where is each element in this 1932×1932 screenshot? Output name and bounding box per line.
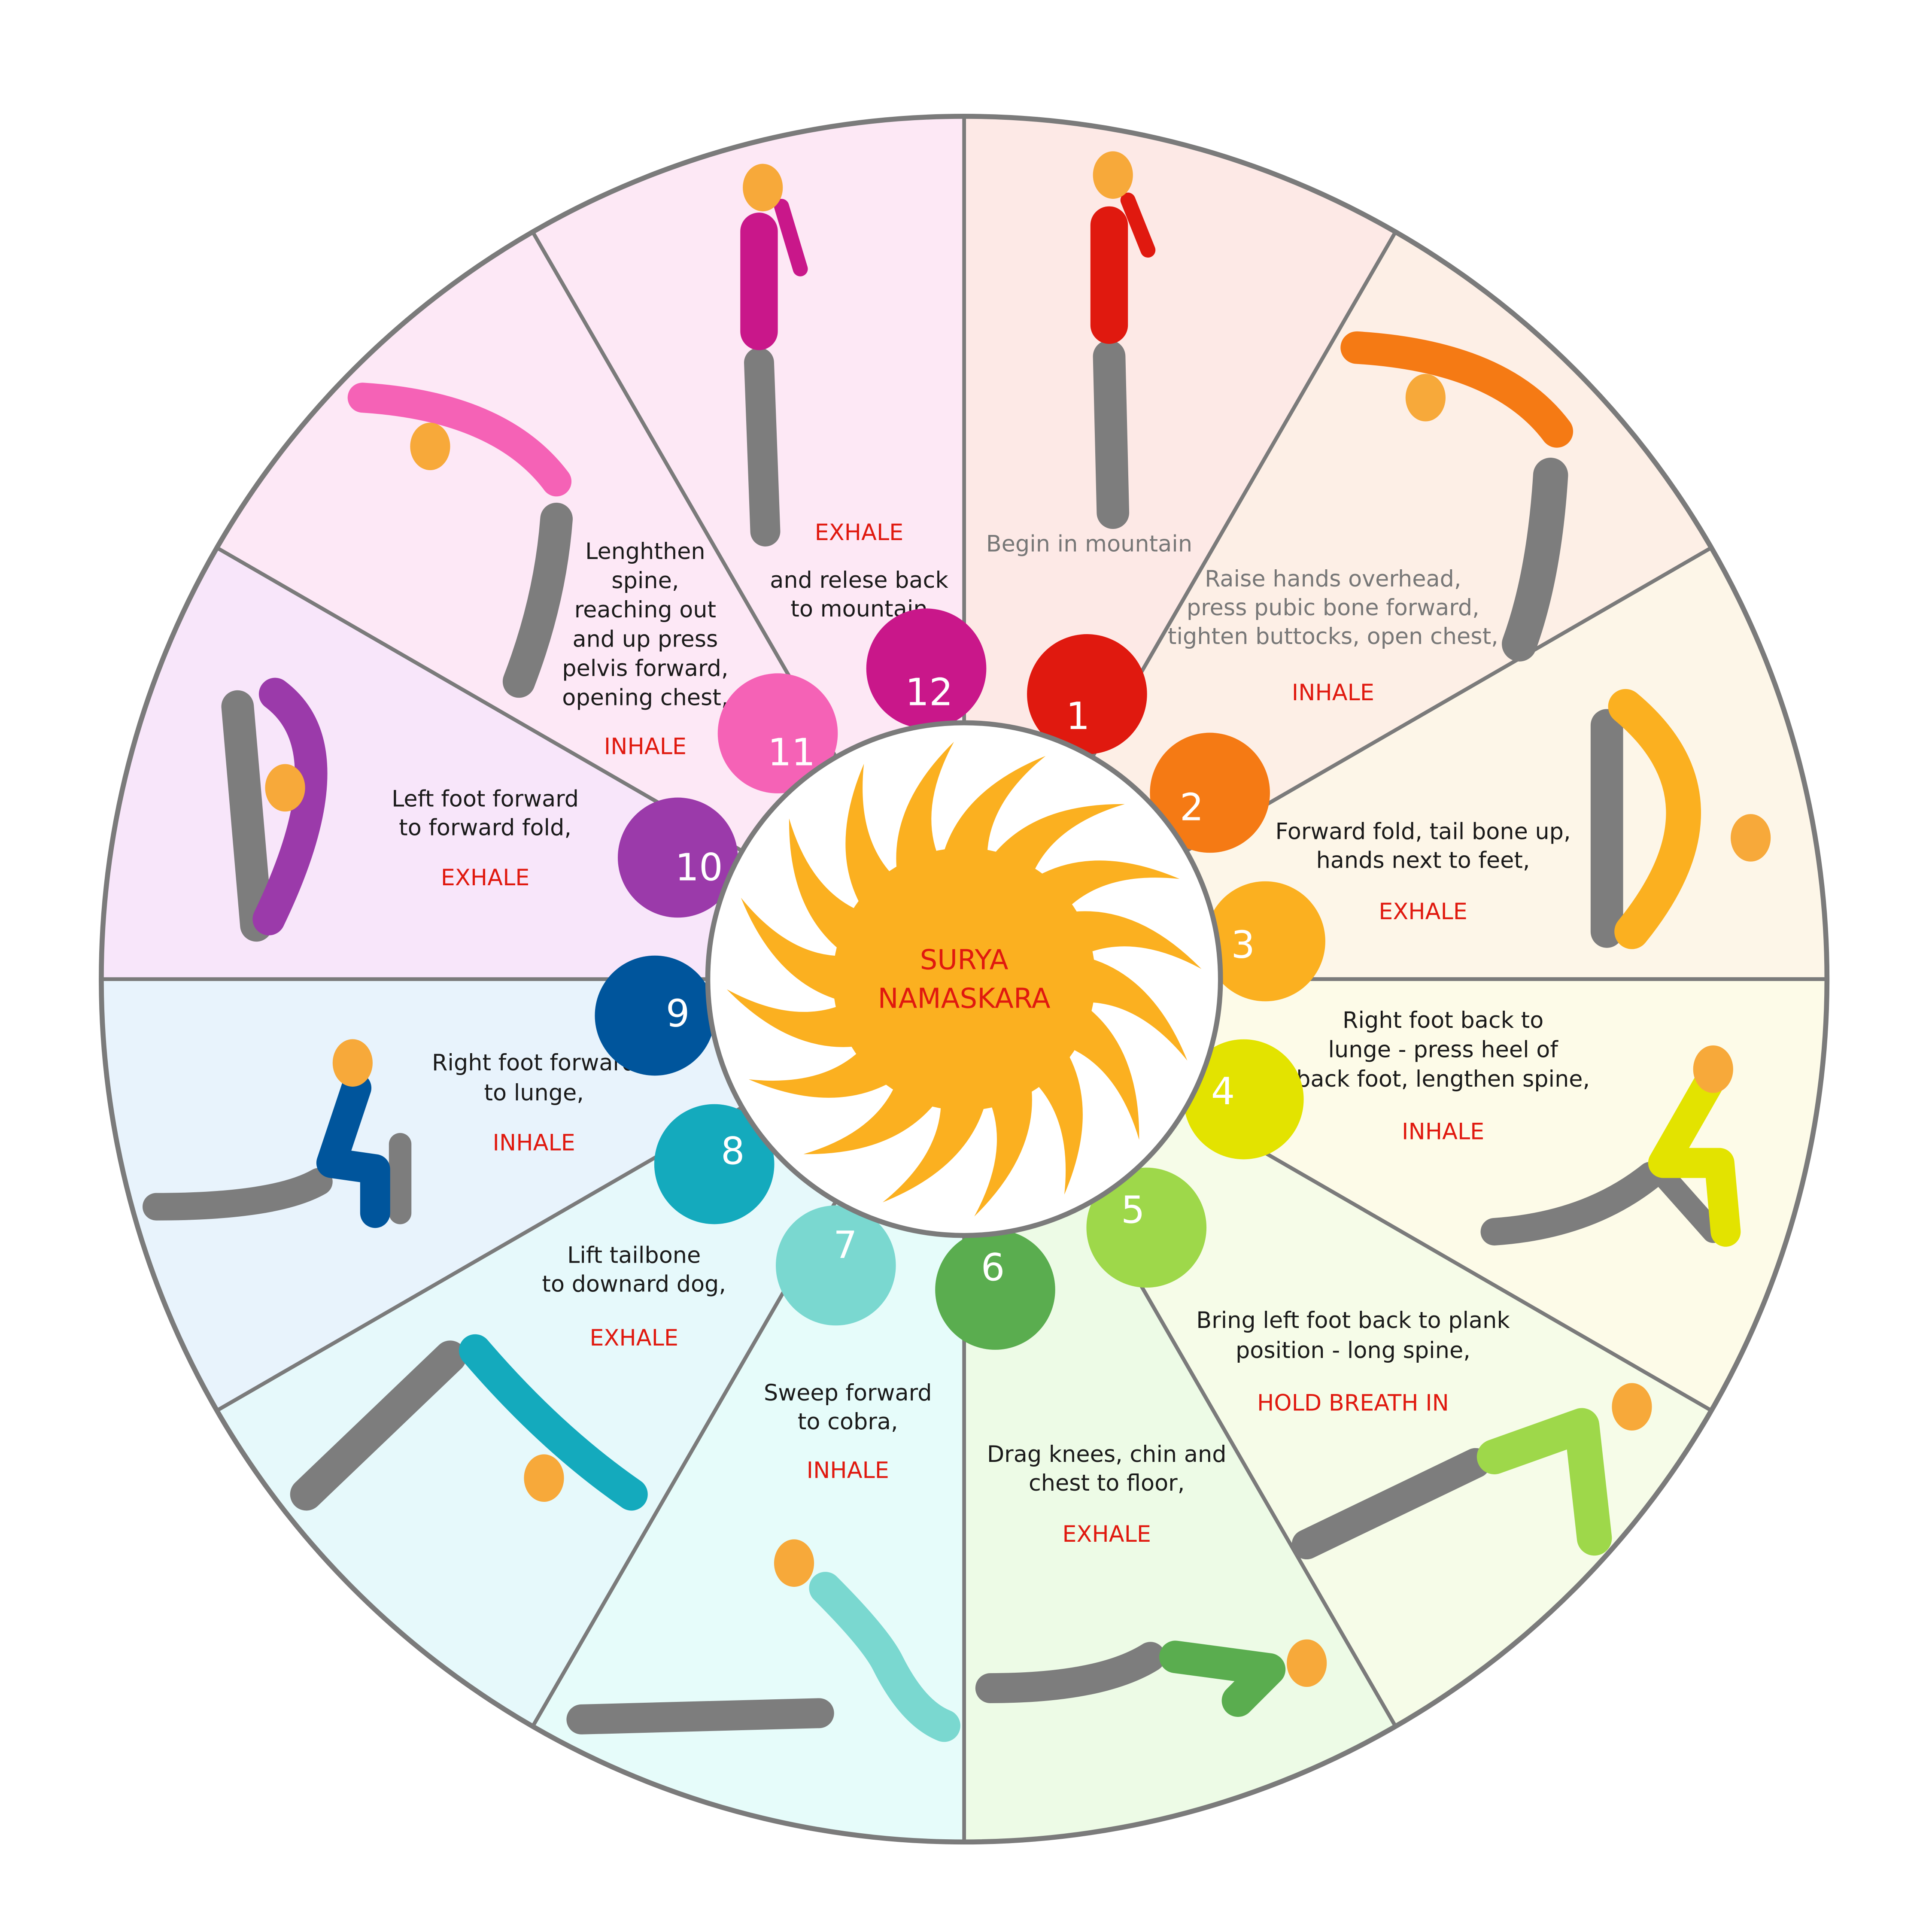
step-4-description: lunge - press heel of: [1328, 1037, 1559, 1063]
pose-figure-4: [1480, 1045, 1741, 1247]
step-11-description: pelvis forward,: [562, 656, 728, 682]
step-3-breath: EXHALE: [1379, 899, 1467, 925]
step-badge-9: 9: [595, 955, 715, 1076]
sun-core: [832, 848, 1096, 1111]
step-9-breath: INHALE: [493, 1130, 575, 1156]
sun-rays: [726, 741, 1202, 1217]
step-badge-12: 12: [866, 608, 987, 729]
step-badge-4: 4: [1183, 1039, 1304, 1160]
pose-figure-3: [1590, 689, 1771, 949]
step-5-description: Bring left foot back to plank: [1196, 1307, 1510, 1334]
head: [1093, 151, 1133, 199]
step-6-description: Drag knees, chin and: [987, 1441, 1227, 1467]
step-badge-3: 3: [1205, 881, 1325, 1002]
step-9-description: to lunge,: [484, 1080, 583, 1106]
svg-text:10: 10: [675, 845, 723, 889]
step-11-description: spine,: [611, 568, 679, 594]
head: [332, 1039, 373, 1087]
head: [410, 422, 450, 471]
step-badge-2: 2: [1150, 732, 1270, 853]
step-badge-7: 7: [775, 1205, 896, 1326]
step-11-description: reaching out: [574, 597, 716, 623]
step-badge-11: 11: [717, 673, 838, 793]
step-1-description: Begin in mountain: [986, 531, 1192, 557]
svg-text:6: 6: [981, 1246, 1005, 1290]
pose-figure-1: [1090, 151, 1156, 529]
step-11-description: opening chest,: [562, 685, 728, 711]
head: [1405, 374, 1446, 422]
step-6-breath: EXHALE: [1062, 1521, 1151, 1547]
pose-figure-9: [143, 1039, 412, 1228]
pose-figure-10: [221, 677, 328, 942]
step-10-breath: EXHALE: [441, 865, 530, 891]
step-badge-10: 10: [617, 797, 738, 918]
pose-figure-8: [290, 1334, 648, 1511]
step-7-breath: INHALE: [807, 1458, 889, 1484]
title-line-2: NAMASKARA: [878, 983, 1051, 1015]
step-4-description: Right foot back to: [1343, 1007, 1543, 1033]
step-badge-8: 8: [654, 1104, 775, 1224]
step-3-description: hands next to feet,: [1316, 847, 1530, 873]
step-badge-6: 6: [935, 1230, 1055, 1350]
pose-figures: [143, 151, 1771, 1742]
pose-figure-7: [566, 1539, 960, 1742]
sun-icon: [726, 741, 1202, 1217]
step-4-breath: INHALE: [1402, 1118, 1484, 1145]
step-7-description: to cobra,: [798, 1409, 898, 1435]
svg-text:7: 7: [833, 1223, 857, 1267]
svg-text:9: 9: [666, 992, 690, 1036]
pose-figure-11: [347, 383, 573, 698]
head: [774, 1539, 814, 1587]
step-5-breath: HOLD BREATH IN: [1257, 1390, 1449, 1416]
step-11-breath: INHALE: [604, 733, 687, 759]
pose-figure-5: [1291, 1383, 1652, 1560]
head: [1287, 1639, 1327, 1687]
step-2-description: tighten buttocks, open chest,: [1168, 623, 1498, 650]
svg-text:2: 2: [1180, 786, 1204, 829]
step-6-description: chest to floor,: [1029, 1470, 1185, 1496]
outer-ring: [99, 114, 1830, 1845]
step-7-description: Sweep forward: [764, 1380, 932, 1406]
head: [1612, 1383, 1652, 1431]
head: [524, 1454, 564, 1502]
svg-text:4: 4: [1211, 1069, 1235, 1113]
svg-text:5: 5: [1121, 1188, 1145, 1232]
step-2-description: press pubic bone forward,: [1187, 595, 1479, 621]
step-4-description: back foot, lengthen spine,: [1296, 1066, 1590, 1092]
step-9-description: Right foot forward: [432, 1050, 636, 1076]
step-5-description: position - long spine,: [1236, 1337, 1470, 1364]
step-2-breath: INHALE: [1292, 680, 1374, 706]
step-8-breath: EXHALE: [589, 1325, 678, 1351]
head: [743, 164, 783, 212]
pose-figure-12: [740, 164, 808, 547]
pose-figure-2: [1340, 331, 1574, 662]
step-3-description: Forward fold, tail bone up,: [1276, 818, 1571, 844]
svg-text:8: 8: [721, 1130, 745, 1173]
svg-text:3: 3: [1231, 923, 1255, 967]
step-11-description: and up press: [572, 626, 718, 652]
step-badge-5: 5: [1086, 1167, 1207, 1288]
svg-text:1: 1: [1066, 694, 1090, 738]
head: [1693, 1045, 1733, 1093]
head: [1731, 814, 1771, 862]
step-12-description: and relese back: [770, 567, 948, 593]
step-10-description: to forward fold,: [399, 815, 571, 841]
step-8-description: Lift tailbone: [567, 1242, 701, 1269]
title-line-1: SURYA: [920, 944, 1009, 976]
step-12-breath: EXHALE: [815, 519, 904, 546]
step-8-description: to downard dog,: [542, 1271, 726, 1297]
step-10-description: Left foot forward: [392, 786, 579, 812]
pose-figure-6: [975, 1639, 1327, 1717]
step-badge-1: 1: [1027, 634, 1147, 754]
svg-text:11: 11: [768, 731, 815, 775]
step-11-description: Lenghthen: [585, 538, 705, 565]
svg-text:12: 12: [905, 671, 953, 714]
step-2-description: Raise hands overhead,: [1205, 566, 1461, 592]
head: [265, 764, 305, 812]
